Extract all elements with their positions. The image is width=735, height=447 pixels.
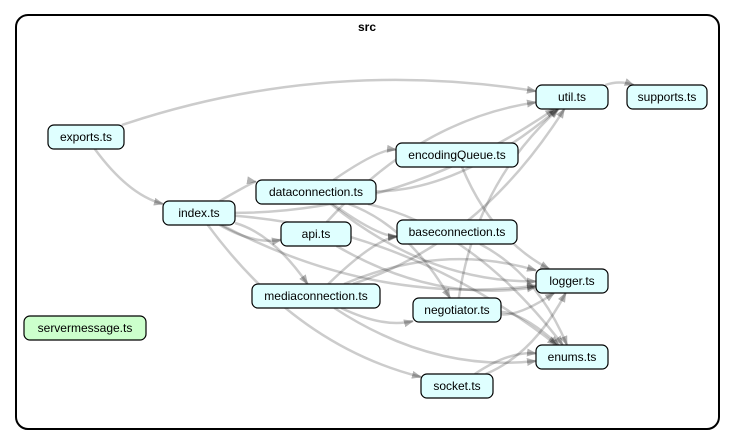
edge-dataconnection-to-util: [375, 108, 559, 193]
node-socket[interactable]: socket.ts: [420, 373, 494, 399]
node-dataconnection-label: dataconnection.ts: [269, 185, 363, 199]
node-api-box[interactable]: [280, 221, 352, 247]
node-dataconnection[interactable]: dataconnection.ts: [255, 179, 377, 205]
node-baseconnection-label: baseconnection.ts: [409, 225, 506, 239]
node-encodingQueue[interactable]: encodingQueue.ts: [395, 142, 519, 168]
node-negotiator-box[interactable]: [412, 297, 502, 323]
edge-negotiator-to-enums: [500, 310, 560, 346]
edge-mediaconnection-to-baseconnection: [327, 233, 398, 285]
node-logger-label: logger.ts: [549, 274, 594, 288]
edge-index-to-dataconnection: [219, 176, 257, 203]
edge-negotiator-to-util: [457, 108, 560, 299]
node-dataconnection-box[interactable]: [255, 179, 377, 205]
node-index-label: index.ts: [178, 206, 219, 220]
edge-socket-to-logger: [485, 292, 567, 376]
node-servermessage[interactable]: servermessage.ts: [23, 315, 147, 341]
node-index-box[interactable]: [162, 200, 236, 226]
edge-socket-to-enums: [474, 348, 537, 376]
node-negotiator[interactable]: negotiator.ts: [412, 297, 502, 323]
node-servermessage-box[interactable]: [23, 315, 147, 341]
edge-api-to-logger: [335, 244, 537, 293]
edge-dataconnection-to-encodingQueue: [332, 144, 397, 182]
node-socket-label: socket.ts: [433, 379, 480, 393]
node-enums[interactable]: enums.ts: [535, 344, 609, 370]
node-servermessage-label: servermessage.ts: [38, 321, 133, 335]
cluster-src-box: [15, 14, 720, 430]
node-api-label: api.ts: [302, 227, 331, 241]
cluster-src-label: src: [358, 20, 376, 34]
node-exports[interactable]: exports.ts: [47, 124, 125, 150]
edge-mediaconnection-to-enums: [333, 306, 537, 366]
edge-util-to-supports: [604, 78, 635, 87]
edge-exports-to-index: [93, 148, 164, 206]
node-logger[interactable]: logger.ts: [535, 268, 609, 294]
edge-index-to-util: [234, 107, 556, 215]
edge-mediaconnection-to-logger: [343, 257, 537, 286]
edge-index-to-enums: [234, 214, 558, 346]
node-api[interactable]: api.ts: [280, 221, 352, 247]
edge-index-to-socket: [206, 224, 422, 379]
node-mediaconnection-box[interactable]: [251, 283, 381, 309]
node-negotiator-label: negotiator.ts: [424, 303, 489, 317]
node-mediaconnection[interactable]: mediaconnection.ts: [251, 283, 381, 309]
edge-encodingQueue-to-logger: [460, 166, 551, 271]
nodes-layer: exports.ts index.ts util.ts supports.ts enco…: [23, 84, 708, 399]
node-enums-box[interactable]: [535, 344, 609, 370]
node-util[interactable]: util.ts: [535, 84, 609, 110]
edge-dataconnection-to-enums: [367, 202, 564, 346]
node-baseconnection[interactable]: baseconnection.ts: [396, 219, 518, 245]
node-socket-box[interactable]: [420, 373, 494, 399]
edges-layer: [93, 78, 635, 379]
node-util-box[interactable]: [535, 84, 609, 110]
edge-dataconnection-to-logger: [330, 203, 537, 286]
node-exports-label: exports.ts: [60, 130, 112, 144]
node-logger-box[interactable]: [535, 268, 609, 294]
node-supports-label: supports.ts: [638, 90, 697, 104]
node-mediaconnection-label: mediaconnection.ts: [264, 289, 367, 303]
node-supports[interactable]: supports.ts: [626, 84, 708, 110]
node-baseconnection-box[interactable]: [396, 219, 518, 245]
node-supports-box[interactable]: [626, 84, 708, 110]
edge-negotiator-to-logger: [500, 291, 556, 316]
node-encodingQueue-label: encodingQueue.ts: [408, 148, 505, 162]
edge-index-to-api: [219, 223, 282, 246]
edge-exports-to-util: [121, 78, 537, 127]
node-util-label: util.ts: [558, 90, 586, 104]
node-index[interactable]: index.ts: [162, 200, 236, 226]
node-exports-box[interactable]: [47, 124, 125, 150]
edge-baseconnection-to-enums: [479, 242, 569, 346]
node-encodingQueue-box[interactable]: [395, 142, 519, 168]
node-enums-label: enums.ts: [548, 350, 597, 364]
edge-index-to-logger: [221, 223, 537, 291]
edge-mediaconnection-to-negotiator: [340, 306, 414, 328]
edge-index-to-mediaconnection: [234, 221, 309, 285]
